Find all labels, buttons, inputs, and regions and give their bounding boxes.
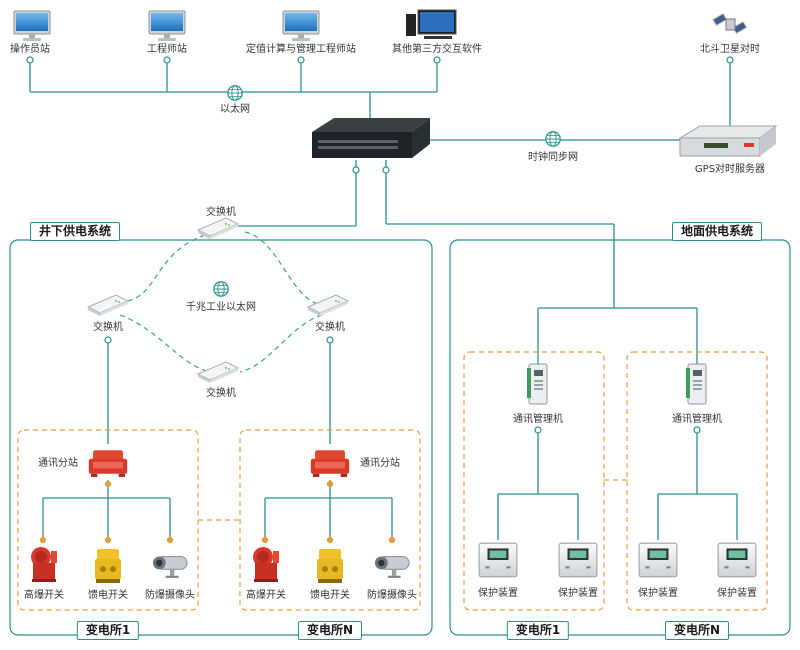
switch-bottom-label: 交换机 — [206, 388, 236, 399]
switch-right-label: 交换机 — [315, 322, 345, 333]
protection-na-icon — [638, 542, 678, 578]
feeder-switch-1-label: 馈电开关 — [88, 590, 128, 601]
ring-switch-bottom-icon — [197, 361, 239, 384]
hv-switch-n-icon — [253, 547, 279, 582]
comm-substation-1-icon — [88, 450, 128, 477]
clock-sync-label: 时钟同步网 — [528, 152, 578, 163]
hv-switch-n-label: 高爆开关 — [246, 590, 286, 601]
switch-top-label: 交换机 — [206, 207, 236, 218]
ring-switch-left-icon — [87, 294, 129, 317]
underground-substation-1-tag: 变电所1 — [76, 621, 140, 640]
protection-nb-label: 保护装置 — [717, 588, 757, 599]
switch-left-label: 交换机 — [93, 322, 123, 333]
feeder-switch-n-icon — [317, 549, 343, 583]
feeder-switch-n-label: 馈电开关 — [310, 590, 350, 601]
camera-1-icon — [152, 555, 188, 579]
gigabit-net-label: 千兆工业以太网 — [186, 302, 256, 313]
feeder-switch-1-icon — [95, 549, 121, 583]
protection-na-label: 保护装置 — [638, 588, 678, 599]
engineer-station-label: 工程师站 — [147, 44, 187, 55]
ring-switch-top-icon — [197, 217, 239, 240]
comm-substation-1-label: 通讯分站 — [38, 458, 78, 469]
comm-manager-1-icon — [526, 363, 548, 405]
satellite-icon — [712, 12, 748, 35]
surface-substation-n-box — [626, 351, 768, 611]
operator-station-label: 操作员站 — [10, 44, 50, 55]
underground-substation-n-tag: 变电所N — [297, 621, 363, 640]
gps-server-label: GPS对时服务器 — [694, 164, 766, 175]
hv-switch-1-label: 高爆开关 — [24, 590, 64, 601]
beidou-label: 北斗卫星对时 — [700, 44, 760, 55]
protection-1a-label: 保护装置 — [478, 588, 518, 599]
protection-1b-label: 保护装置 — [558, 588, 598, 599]
comm-manager-n-label: 通讯管理机 — [672, 414, 722, 425]
surface-title: 地面供电系统 — [672, 222, 763, 241]
underground-title: 井下供电系统 — [30, 222, 121, 241]
comm-substation-n-label: 通讯分站 — [360, 458, 400, 469]
protection-nb-icon — [717, 542, 757, 578]
camera-1-label: 防爆摄像头 — [145, 590, 195, 601]
surface-substation-1-tag: 变电所1 — [506, 621, 570, 640]
surface-substation-n-tag: 变电所N — [664, 621, 730, 640]
comm-manager-n-icon — [685, 363, 707, 405]
comm-manager-1-label: 通讯管理机 — [513, 414, 563, 425]
camera-n-label: 防爆摄像头 — [367, 590, 417, 601]
engineer-pc-icon — [148, 10, 186, 42]
surface-substation-1-box — [463, 351, 605, 611]
ethernet-globe-icon — [227, 85, 243, 101]
third-party-label: 其他第三方交互软件 — [392, 44, 482, 55]
gps-server-icon — [678, 125, 778, 157]
protection-1a-icon — [478, 542, 518, 578]
clock-globe-icon — [545, 131, 561, 147]
protection-1b-icon — [558, 542, 598, 578]
gigabit-globe-icon — [213, 281, 229, 297]
hv-switch-1-icon — [31, 547, 57, 582]
ethernet-label: 以太网 — [220, 104, 250, 115]
underground-substation-n-box — [239, 429, 421, 611]
third-party-pc-icon — [406, 9, 457, 39]
underground-region — [9, 239, 433, 636]
calc-station-label: 定值计算与管理工程师站 — [246, 44, 356, 55]
ring-switch-right-icon — [307, 294, 349, 317]
calc-pc-icon — [282, 10, 320, 42]
comm-substation-n-icon — [310, 450, 350, 477]
camera-n-icon — [374, 555, 410, 579]
core-switch-icon — [312, 118, 430, 158]
surface-region — [449, 239, 791, 636]
operator-pc-icon — [13, 10, 51, 42]
